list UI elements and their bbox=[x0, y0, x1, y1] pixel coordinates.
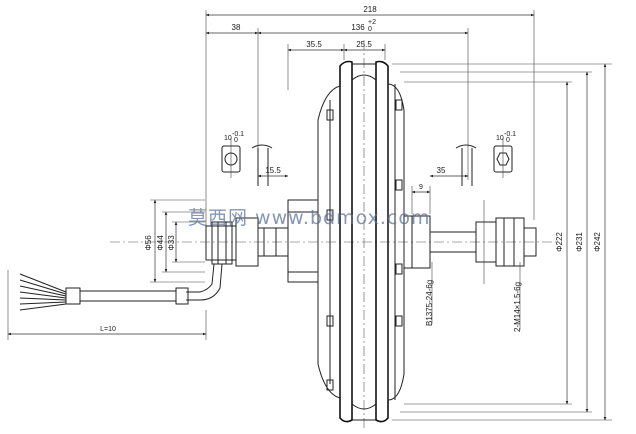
dimension-half-widths: 35.5 25.5 bbox=[287, 40, 386, 90]
dimension-overall-width: 218 bbox=[205, 5, 535, 226]
dim-136-tol-lower: 0 bbox=[368, 26, 372, 33]
right-flat-mid: -0.1 bbox=[504, 131, 516, 138]
right-axle-assembly: 35 9 bbox=[403, 144, 537, 284]
dim-d33-label: Φ33 bbox=[167, 235, 176, 251]
dim-35-label: 35 bbox=[437, 166, 446, 175]
dimension-diameters-left: Φ56 Φ44 Φ33 bbox=[144, 199, 205, 283]
dim-d231-label: Φ231 bbox=[575, 232, 584, 252]
dim-cable-length-label: L=10 bbox=[100, 326, 116, 333]
dim-35-5-label: 35.5 bbox=[306, 40, 322, 49]
dim-15-5-label: 15.5 bbox=[265, 166, 281, 175]
right-flat-bottom: 0 bbox=[506, 137, 510, 144]
dim-38-label: 38 bbox=[232, 23, 241, 32]
dim-d222-label: Φ222 bbox=[555, 232, 564, 252]
left-flat-detail: 10 -0.1 0 bbox=[221, 131, 244, 178]
dim-218-label: 218 bbox=[363, 5, 377, 14]
dim-d242-label: Φ242 bbox=[593, 232, 602, 252]
dim-d56-label: Φ56 bbox=[144, 235, 153, 251]
dimension-left-offset: 38 bbox=[205, 23, 259, 180]
left-flat-top: 10 bbox=[224, 135, 232, 142]
right-thread-label: 2-M14×1.5-6g bbox=[513, 282, 522, 332]
hub-rim bbox=[317, 60, 405, 423]
right-flat-detail: 10 -0.1 0 bbox=[493, 131, 516, 178]
power-cable bbox=[19, 263, 223, 311]
dimension-diameters-right: Φ242 Φ231 Φ222 bbox=[392, 63, 612, 421]
left-thread-label: B1375-24-6g bbox=[425, 280, 434, 326]
dim-136-tol-upper: +2 bbox=[368, 19, 376, 26]
dim-136-label: 136 bbox=[351, 23, 365, 32]
dimension-cable-length: L=10 bbox=[7, 270, 207, 340]
dimension-hub-width: 136 +2 0 bbox=[257, 19, 469, 180]
left-flat-bottom: 0 bbox=[234, 137, 238, 144]
watermark-text: 莫西网 www.bdmox.com bbox=[188, 207, 431, 229]
right-flat-top: 10 bbox=[496, 135, 504, 142]
dim-d44-label: Φ44 bbox=[156, 235, 165, 251]
left-flat-mid: -0.1 bbox=[232, 131, 244, 138]
dim-9-label: 9 bbox=[419, 184, 423, 191]
